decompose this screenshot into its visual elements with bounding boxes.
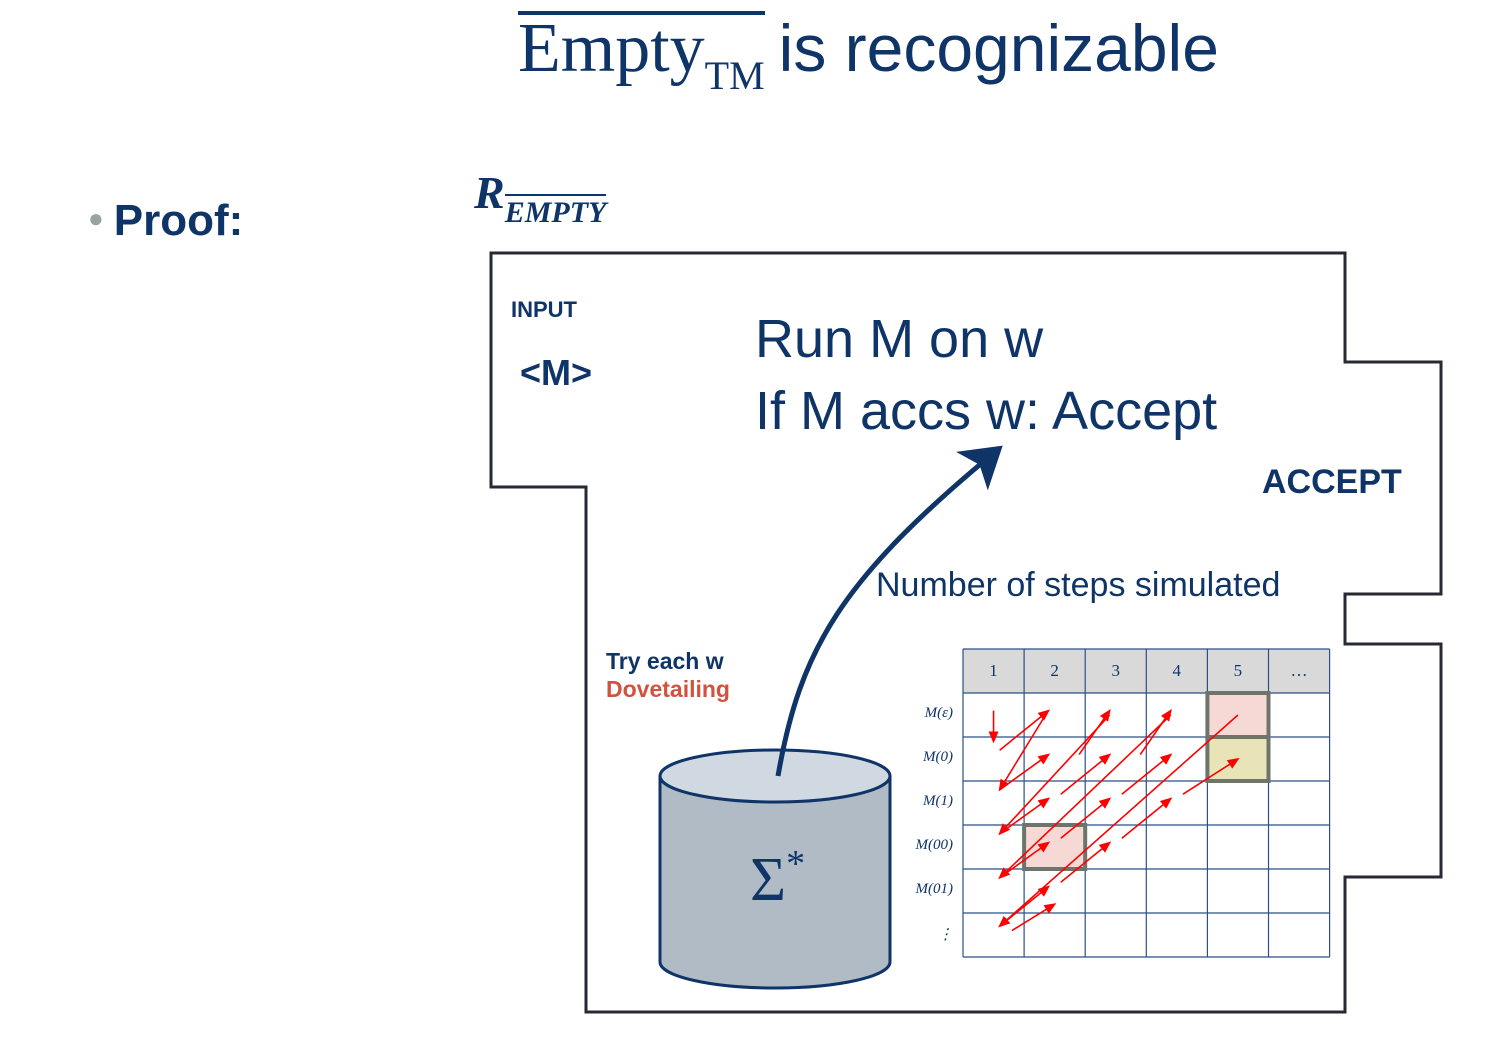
title-rest: is recognizable [778,11,1219,85]
overline [504,194,607,196]
row-label: M(1) [923,793,953,809]
row-label: M(01) [915,881,954,897]
dovetail-arrow [999,841,1051,879]
dovetail-arrow [998,714,1172,880]
title-subscript: TM [704,53,765,98]
step-run: Run M on w [755,309,1044,369]
enumerator-label: Try each w [606,648,724,674]
dovetail-arrow [999,709,1051,751]
dovetail-arrow [1121,797,1173,839]
flow-arrow [775,445,1003,777]
sigma-symbol: Σ [750,846,787,914]
row-label: M(00) [915,837,954,853]
column-header: 5 [1233,661,1243,680]
dovetail-arrow [998,714,1047,792]
bullet-text: Proof: [113,196,244,245]
dovetail-arrow [998,714,1111,836]
dovetail-grid [962,648,1331,958]
dovetail-arrow [999,797,1051,835]
highlight-border [1205,735,1271,783]
row-label: M(0) [923,749,953,765]
sigma-superscript: * [786,843,806,885]
machine-name-base: R [474,167,505,218]
dovetail-arrow [999,753,1051,791]
technique-label: Dovetailing [606,676,730,702]
dovetail-arrow [1182,757,1240,795]
dovetail-arrow [1060,797,1112,839]
column-header: 1 [989,661,998,680]
dovetail-arrow [999,885,1051,927]
row-label: ⋮ [938,927,953,943]
title-term-text: Empty [518,10,705,87]
step-accept-condition: If M accs w: Accept [755,381,1218,441]
dovetail-arrow [998,714,1239,928]
machine-name-subscript-text: EMPTY [504,196,607,229]
row-label: M(ε) [924,705,953,721]
bullet-dot-icon: ● [88,203,104,233]
column-header: … [1290,661,1308,680]
grid-caption: Number of steps simulated [876,566,1281,604]
input-label: INPUT [511,297,577,322]
dovetail-arrow [1139,708,1172,756]
highlighted-cell [1024,825,1086,869]
dovetail-arrow [1011,903,1057,932]
database-cylinder-icon [658,748,892,990]
dovetail-arrows [988,708,1240,932]
column-header: 2 [1050,661,1059,680]
sigma-star-label: Σ* [750,842,805,916]
dovetail-arrow [1121,753,1173,795]
input-value: <M> [520,352,593,393]
title-overlined-term: EmptyTM [518,9,765,116]
dovetail-arrow [1060,753,1112,795]
column-header: 3 [1111,661,1120,680]
column-header: 4 [1172,661,1182,680]
machine-name-subscript: EMPTY [504,194,607,230]
bullet-item: ● Proof: [88,196,243,246]
slide-title: EmptyTM is recognizable [518,8,1219,98]
overline [518,11,765,15]
dovetail-arrow [1060,841,1112,883]
machine-outline [489,251,1443,1014]
accept-label: ACCEPT [1262,463,1402,501]
